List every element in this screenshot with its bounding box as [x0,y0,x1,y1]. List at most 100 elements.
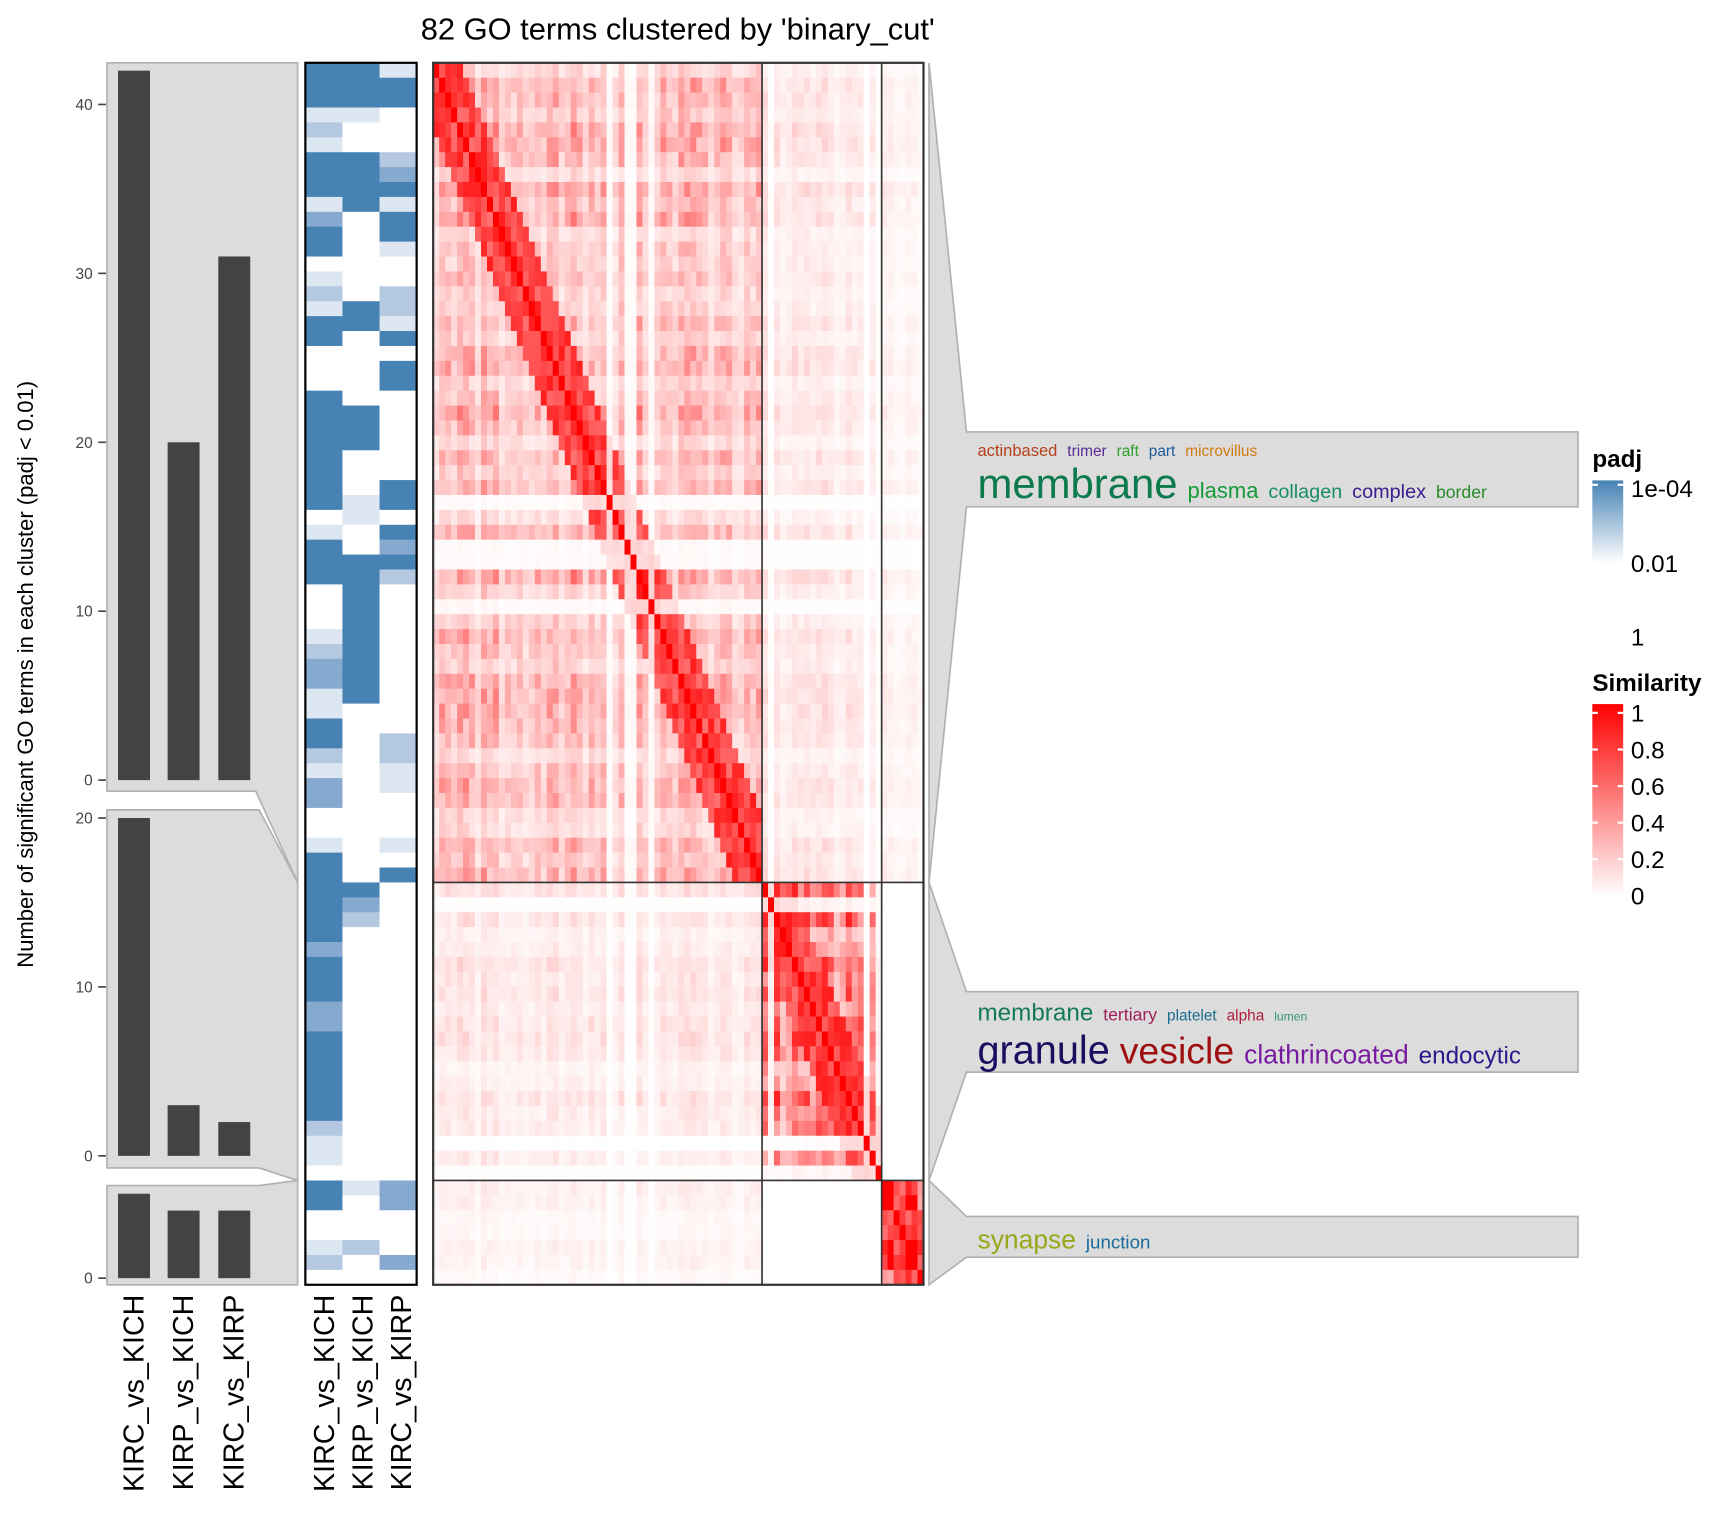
similarity-cell [875,167,883,183]
similarity-cell [534,703,542,719]
similarity-cell [881,852,889,868]
similarity-cell [439,375,446,392]
similarity-cell [534,152,542,168]
similarity-cell [576,316,584,332]
similarity-cell [893,778,901,794]
similarity-cell [666,643,673,660]
similarity-cell [582,524,590,541]
similarity-cell [475,390,482,406]
similarity-cell [821,569,829,585]
similarity-cell [492,241,500,257]
similarity-cell [469,793,476,809]
similarity-cell [457,748,464,764]
similarity-cell [534,196,542,213]
similarity-cell [905,107,912,123]
padj-cell [305,77,344,94]
similarity-cell [833,405,841,421]
similarity-cell [433,390,440,406]
similarity-cell [678,137,685,153]
similarity-cell [588,524,596,541]
similarity-cell [714,182,721,198]
similarity-cell [510,703,518,719]
similarity-cell [869,718,877,734]
similarity-cell [857,539,865,556]
similarity-cell [750,688,757,705]
similarity-cell [857,793,865,809]
similarity-cell [439,360,446,377]
y-tick-label: 10 [76,604,93,621]
similarity-cell [504,271,512,287]
similarity-cell [714,92,721,108]
similarity-cell [648,375,655,392]
similarity-cell [576,450,584,466]
similarity-cell [576,733,584,749]
similarity-cell [648,271,655,287]
similarity-cell [768,241,775,257]
similarity-cell [875,793,883,809]
bar-kirc_vs_kich [118,818,150,1156]
similarity-cell [457,211,464,228]
similarity-cell [917,211,924,228]
similarity-cell [546,524,554,541]
similarity-cell [618,241,625,257]
similarity-cell [839,882,847,898]
similarity-cell [917,480,924,496]
similarity-cell [576,897,584,913]
similarity-cell [768,450,775,466]
similarity-cell [600,703,608,719]
padj-cell [342,1150,381,1167]
similarity-cell [582,897,590,913]
similarity-cell [702,480,709,496]
similarity-cell [821,360,829,377]
padj-cell [342,554,381,571]
similarity-cell [863,524,871,541]
similarity-cell [600,435,608,451]
similarity-cell [708,405,715,421]
similarity-cell [779,867,787,883]
similarity-cell [893,360,901,377]
similarity-cell [750,107,757,123]
similarity-cell [702,256,709,272]
similarity-cell [905,793,912,809]
similarity-cell [481,524,488,541]
similarity-cell [708,196,715,213]
similarity-cell [564,345,572,362]
similarity-cell [439,763,446,779]
similarity-cell [732,703,739,719]
similarity-cell [696,897,703,913]
similarity-cell [481,763,488,779]
similarity-cell [534,480,542,496]
similarity-cell [911,524,918,541]
similarity-cell [534,331,542,347]
similarity-cell [463,107,470,123]
padj-cell [305,822,344,839]
similarity-cell [714,196,721,213]
similarity-cell [558,897,566,913]
similarity-cell [690,345,697,362]
similarity-cell [522,286,530,302]
similarity-cell [486,62,494,79]
similarity-cell [433,539,440,556]
similarity-cell [654,345,661,362]
similarity-cell [570,614,578,630]
similarity-cell [486,882,494,898]
similarity-cell [642,450,649,466]
similarity-cell [803,688,811,705]
padj-cell [305,435,344,451]
similarity-cell [522,390,530,406]
similarity-cell [887,77,895,94]
similarity-cell [738,92,745,108]
similarity-cell [708,763,715,779]
similarity-cell [738,524,745,541]
similarity-cell [893,882,901,898]
similarity-cell [642,658,649,675]
similarity-cell [582,882,590,898]
similarity-cell [481,122,488,138]
similarity-cell [845,837,853,854]
similarity-cell [744,643,751,660]
similarity-cell [558,584,566,600]
similarity-cell [570,331,578,347]
similarity-cell [516,107,524,123]
similarity-cell [558,465,566,481]
